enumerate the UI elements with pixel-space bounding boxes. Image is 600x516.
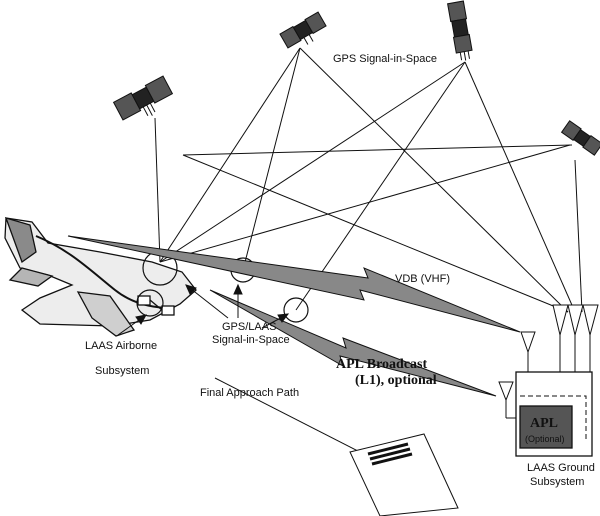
satellite-icon (112, 75, 174, 121)
apl-broadcast-label: APL Broadcast (336, 357, 427, 372)
satellite-icon (279, 11, 327, 49)
antenna-icon (498, 381, 514, 418)
final-approach-label: Final Approach Path (200, 387, 299, 399)
satellite-icon (447, 0, 473, 61)
apl-broadcast-label-2: (L1), optional (355, 373, 437, 388)
gps-laas-label-2: Signal-in-Space (212, 334, 290, 346)
antenna-icon (520, 331, 536, 372)
ground-subsystem-label: LAAS Ground (527, 462, 595, 474)
ground-station-icon (498, 304, 599, 457)
aircraft-icon (4, 217, 197, 337)
airborne-label: LAAS Airborne (85, 340, 157, 352)
apl-box-subtitle: (Optional) (525, 434, 565, 444)
gps-laas-label: GPS/LAAS (222, 321, 276, 333)
ground-subsystem-label-2: Subsystem (530, 476, 584, 488)
apl-beam (209, 289, 497, 397)
satellite-icon (560, 120, 600, 156)
vdb-beam (67, 235, 521, 333)
runway-icon (349, 433, 459, 516)
pointer-arrows (117, 283, 290, 336)
vdb-label: VDB (VHF) (395, 273, 450, 285)
antenna-icon (552, 304, 599, 375)
gps-signal-label: GPS Signal-in-Space (333, 53, 437, 65)
airborne-label-2: Subsystem (95, 365, 149, 377)
apl-box-title: APL (530, 416, 558, 431)
